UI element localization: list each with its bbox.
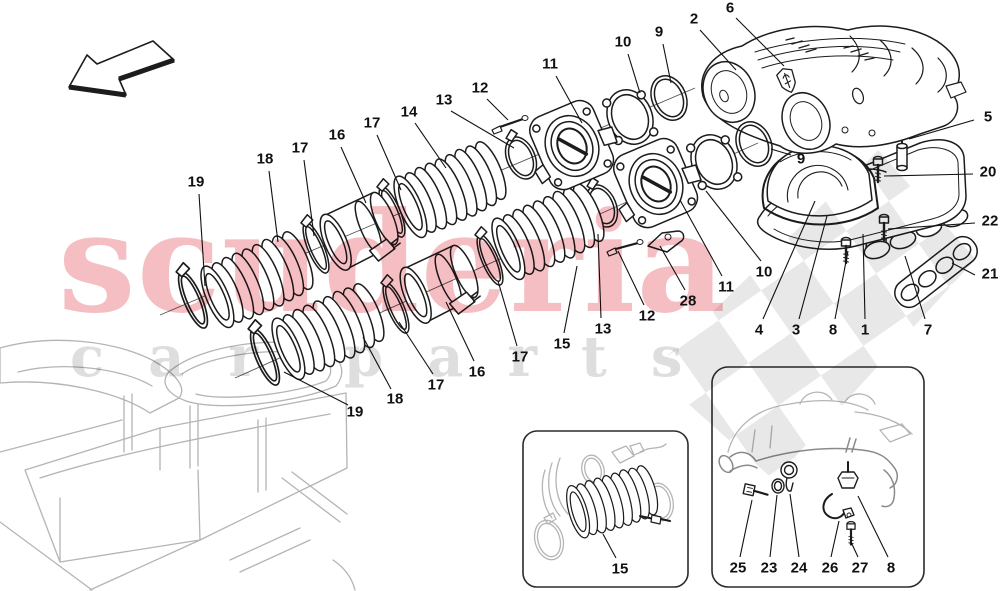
air-filter-housing xyxy=(0,339,356,591)
leader-line xyxy=(450,110,515,149)
bolt xyxy=(742,483,769,497)
leader-line xyxy=(662,43,672,84)
leader-line xyxy=(445,301,475,362)
direction-arrow xyxy=(68,40,175,98)
leader-line xyxy=(376,134,402,191)
leader-line xyxy=(735,17,785,67)
leader-line xyxy=(659,245,686,291)
ghost-manifold xyxy=(727,391,913,453)
bracket-hardware-inset xyxy=(711,366,925,588)
leader-line xyxy=(798,215,828,320)
lower-bank-parts xyxy=(241,115,780,390)
leader-line xyxy=(762,200,816,320)
bolt-with-washer xyxy=(606,239,644,257)
leader-line xyxy=(951,262,976,276)
clamp xyxy=(822,493,855,520)
clamp-bracket xyxy=(780,461,798,492)
plenum-grille-texture xyxy=(785,37,875,61)
leader-line xyxy=(283,371,349,406)
leader-line xyxy=(486,98,509,121)
detail-hose xyxy=(561,462,671,541)
fitting xyxy=(837,461,859,489)
leader-line xyxy=(597,233,602,319)
upper-bank-parts xyxy=(169,69,695,333)
leader-line xyxy=(908,119,975,140)
leader-line xyxy=(699,29,737,71)
leader-line xyxy=(679,199,723,277)
leader-line xyxy=(617,250,645,306)
leader-line xyxy=(862,233,866,320)
leader-line xyxy=(198,193,206,287)
leader-line xyxy=(789,493,800,558)
ferrari-shield-badge xyxy=(776,68,796,93)
leader-line xyxy=(883,173,974,177)
leader-line xyxy=(497,280,518,347)
lower-intake-manifold xyxy=(756,127,978,309)
leader-line xyxy=(602,533,617,559)
leader-line xyxy=(834,250,849,320)
leader-line xyxy=(303,159,315,237)
bracket xyxy=(647,230,685,253)
plenum-cover xyxy=(766,144,873,217)
leader-line xyxy=(705,190,762,262)
leader-line xyxy=(857,495,889,558)
callout-leader-lines xyxy=(198,17,976,559)
leader-line xyxy=(850,541,859,558)
leader-line xyxy=(830,520,840,558)
ghost-pipe xyxy=(718,437,898,508)
leader-line xyxy=(563,265,578,334)
bushing xyxy=(771,478,785,494)
leader-line xyxy=(398,321,434,375)
leader-line xyxy=(739,499,753,558)
leader-line xyxy=(555,75,583,124)
intake-plenum xyxy=(701,25,967,154)
leader-line xyxy=(362,336,392,390)
hose-detail-inset xyxy=(522,430,689,588)
leader-line xyxy=(268,170,279,243)
leader-line xyxy=(340,146,367,204)
leader-line xyxy=(770,148,792,156)
leader-line xyxy=(887,222,976,230)
leader-line xyxy=(769,494,778,558)
bolt-with-washer xyxy=(491,115,529,135)
leader-line xyxy=(627,53,641,94)
leader-line xyxy=(904,255,926,320)
leader-line xyxy=(414,122,447,169)
